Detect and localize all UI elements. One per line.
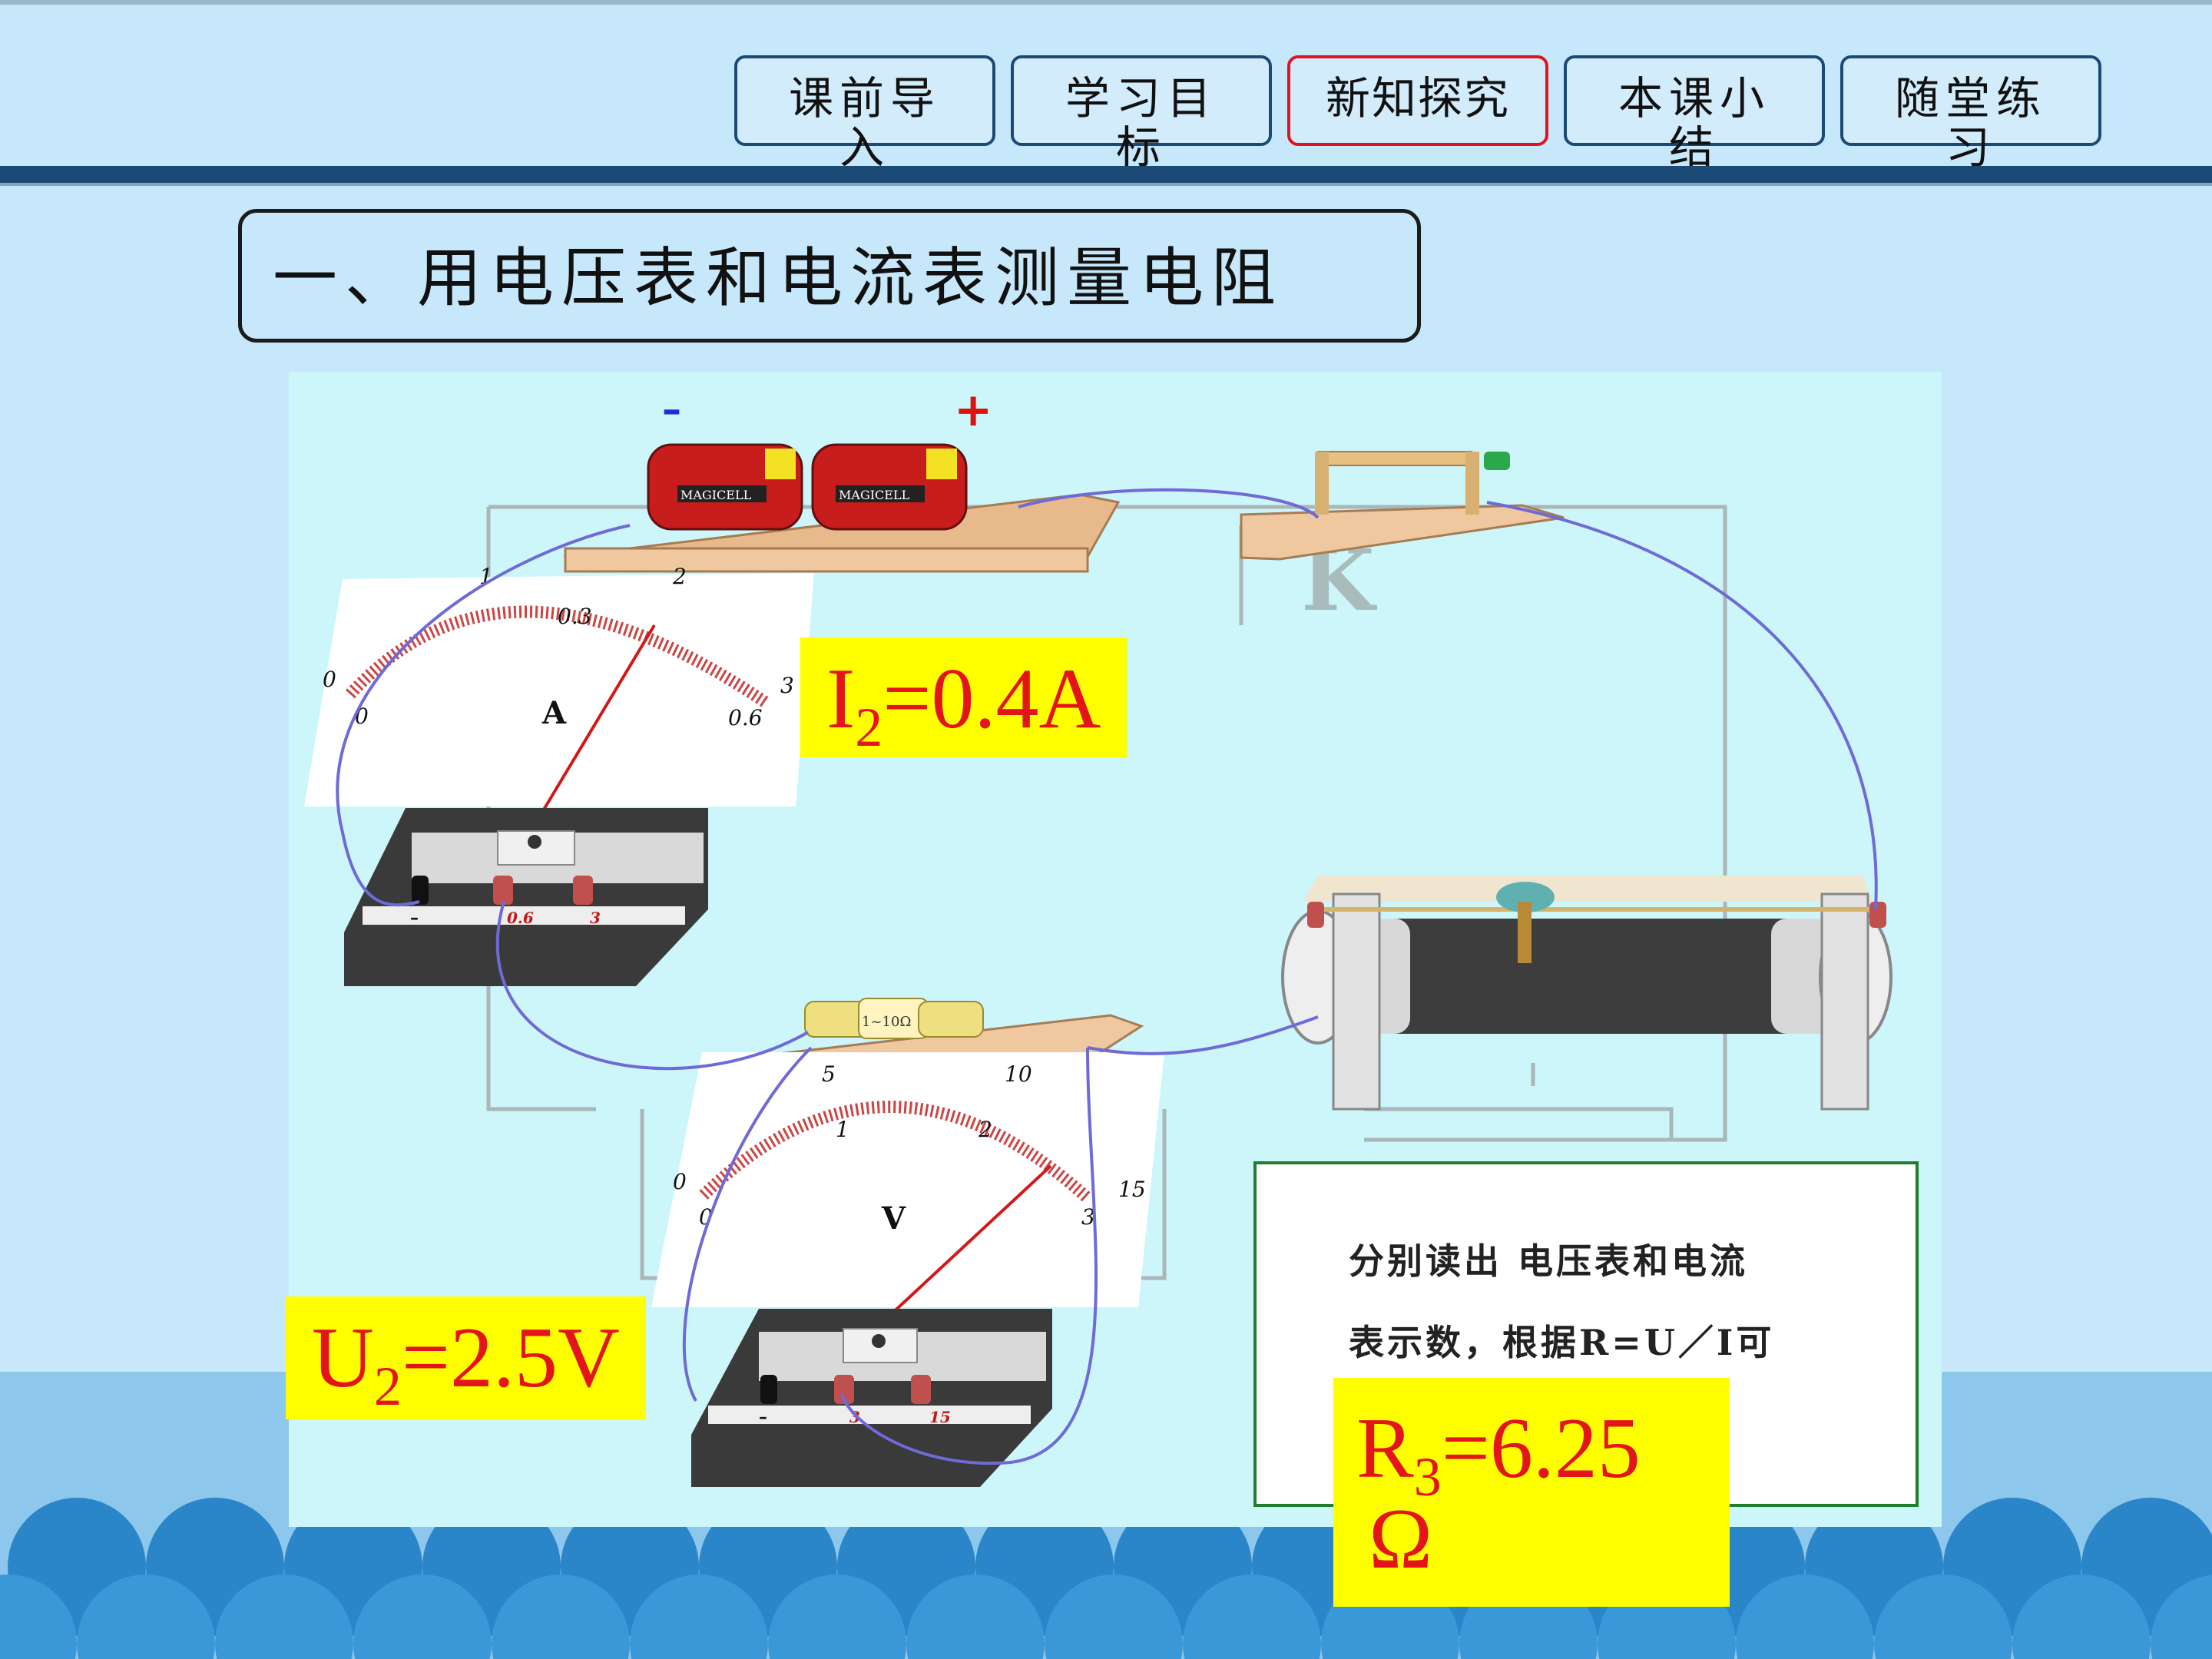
- ammeter-tick: 0.3: [558, 604, 592, 629]
- nav-button-summary[interactable]: 本课小结: [1564, 55, 1825, 172]
- current-reading-label: I2=0.4A: [800, 637, 1128, 758]
- current-value: =0.4A: [882, 651, 1101, 747]
- ammeter-tick: 0.6: [728, 705, 763, 730]
- current-subscript: 2: [855, 697, 883, 758]
- section-title: 一、用电压表和电流表测量电阻: [273, 240, 1284, 316]
- nav-button-practice[interactable]: 随堂练习: [1840, 55, 2101, 172]
- switch-base: [1240, 504, 1565, 561]
- battery-brand-2: MAGICELL: [839, 488, 910, 502]
- resistance-subscript: 3: [1413, 1446, 1442, 1508]
- ammeter-tick: 3: [780, 673, 794, 698]
- resistor-label: 1~10Ω: [862, 1014, 911, 1030]
- note-line-1: 分别读出 电压表和电流: [1349, 1240, 1749, 1282]
- resistance-value: =6.25: [1441, 1401, 1641, 1496]
- rheostat-rail: [1303, 876, 1873, 902]
- voltage-subscript: 2: [373, 1356, 402, 1417]
- voltmeter-tick: 0: [673, 1169, 687, 1194]
- nav-button-explore[interactable]: 新知探究: [1287, 55, 1548, 146]
- header-band: [0, 166, 2212, 183]
- circuit-wires: [336, 488, 1878, 1465]
- current-symbol: I: [826, 651, 856, 747]
- voltmeter-tick: 15: [1118, 1177, 1146, 1202]
- rheostat-coil: [1318, 919, 1856, 1034]
- ammeter-terminal-label: 0.6: [507, 909, 534, 927]
- voltmeter-tick: 1: [836, 1117, 849, 1142]
- voltmeter-dial: [651, 1052, 1164, 1307]
- nav-button-goals[interactable]: 学习目标: [1011, 55, 1272, 172]
- battery-negative-sign: –: [662, 387, 681, 432]
- header-band-underline: [0, 183, 2212, 186]
- voltage-value: =2.5V: [401, 1310, 620, 1406]
- voltage-reading-label: U2=2.5V: [286, 1296, 646, 1419]
- resistance-unit: Ω: [1369, 1492, 1433, 1587]
- section-title-box: 一、用电压表和电流表测量电阻: [238, 209, 1421, 343]
- ammeter-tick: 0: [355, 704, 369, 729]
- ammeter-terminal-label: 3: [590, 909, 601, 927]
- resistance-symbol: R: [1356, 1401, 1414, 1496]
- ammeter-symbol: A: [541, 695, 567, 731]
- ammeter-tick: 2: [672, 564, 687, 589]
- ammeter-terminal-label: –: [410, 908, 419, 928]
- voltmeter-terminal-label: 15: [929, 1408, 951, 1426]
- note-line-2: 表示数，根据R=U／I可: [1349, 1322, 1775, 1363]
- resistance-result-label: R3=6.25 Ω: [1333, 1378, 1730, 1607]
- circuit-illustration: K MAGICELL MAGICELL – + A 0 1 2 3 0 0.3 …: [304, 383, 1892, 1487]
- nav-button-intro[interactable]: 课前导入: [734, 55, 995, 172]
- voltage-symbol: U: [312, 1310, 374, 1406]
- voltmeter-tick: 3: [1081, 1204, 1095, 1230]
- top-edge: [0, 0, 2212, 5]
- voltmeter-terminal-label: –: [759, 1407, 767, 1427]
- voltmeter-tick: 5: [822, 1061, 836, 1087]
- ammeter-tick: 0: [323, 667, 336, 692]
- voltmeter-tick: 2: [978, 1117, 992, 1142]
- voltmeter-symbol: V: [881, 1200, 906, 1237]
- battery-brand-1: MAGICELL: [680, 488, 752, 502]
- voltmeter-tick: 10: [1005, 1061, 1032, 1087]
- battery-positive-sign: +: [954, 383, 992, 437]
